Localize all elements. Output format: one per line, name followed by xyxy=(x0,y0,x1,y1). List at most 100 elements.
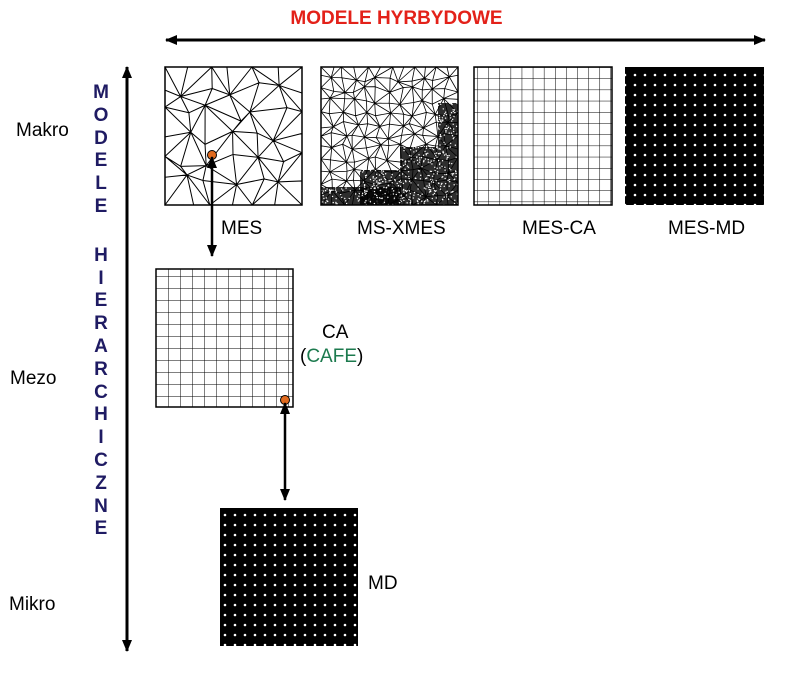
refined-zone-speck xyxy=(441,198,444,201)
refined-zone-speck xyxy=(423,202,425,204)
refined-zone-speck xyxy=(403,149,405,152)
refined-zone-speck xyxy=(341,196,343,199)
refined-zone-speck xyxy=(404,160,407,162)
refined-zone-speck xyxy=(383,177,386,180)
refined-zone-speck xyxy=(384,192,386,195)
refined-zone-speck xyxy=(416,159,419,162)
refined-zone-speck xyxy=(409,148,412,151)
refined-zone-speck xyxy=(381,170,383,172)
refined-zone-speck xyxy=(415,146,417,149)
refined-zone-speck xyxy=(440,121,443,123)
mes-triangular-mesh xyxy=(164,66,303,206)
refined-zone-speck xyxy=(446,158,448,160)
refined-zone-speck xyxy=(375,177,378,179)
refined-zone-speck xyxy=(332,189,334,191)
refined-zone-speck xyxy=(424,158,427,160)
refined-zone-speck xyxy=(437,104,439,107)
refined-zone-speck xyxy=(453,109,456,111)
refined-zone-speck xyxy=(418,154,420,156)
level-mezo: Mezo xyxy=(10,368,57,389)
refined-zone-speck xyxy=(441,159,444,162)
vline2-letter: Z xyxy=(95,472,107,494)
mes-ca-square-grid xyxy=(473,66,613,206)
refined-zone-speck xyxy=(424,150,426,153)
refined-zone-speck xyxy=(361,171,364,173)
refined-zone-speck xyxy=(443,196,445,198)
vline1-letter: E xyxy=(94,150,108,172)
refined-zone-speck xyxy=(432,149,435,151)
vline1-letter: L xyxy=(95,173,107,195)
refined-zone-speck xyxy=(408,175,410,178)
refined-zone-speck xyxy=(332,201,334,204)
refined-zone-speck xyxy=(390,176,393,178)
label-cafe-group: (CAFE) xyxy=(300,346,363,368)
refined-zone-speck xyxy=(356,197,359,200)
refined-zone-speck xyxy=(345,202,348,205)
refined-zone-speck xyxy=(431,163,433,165)
refined-zone-speck xyxy=(416,156,418,158)
refined-zone-speck xyxy=(363,186,366,188)
refined-zone-speck xyxy=(436,156,438,159)
refined-zone-speck xyxy=(399,166,402,168)
refined-zone-speck xyxy=(453,137,455,139)
refined-zone-speck xyxy=(447,198,450,200)
refined-zone-speck xyxy=(358,192,361,195)
refined-zone-speck xyxy=(324,189,327,192)
refined-zone-speck xyxy=(450,191,452,193)
refined-zone-speck xyxy=(455,125,458,128)
refined-zone-speck xyxy=(445,114,448,116)
refined-zone-speck xyxy=(405,190,408,193)
refined-zone-speck xyxy=(334,187,337,189)
refined-zone-speck xyxy=(398,202,401,204)
refined-zone-speck xyxy=(358,195,360,197)
refined-zone-speck xyxy=(383,176,385,178)
refined-zone-speck xyxy=(397,185,400,187)
refined-zone-speck xyxy=(375,194,378,197)
refined-zone-speck xyxy=(435,180,437,182)
refined-zone-speck xyxy=(430,189,432,191)
refined-zone-speck xyxy=(357,200,360,202)
md-particle-lattice xyxy=(220,508,358,646)
refined-zone-speck xyxy=(435,197,437,199)
refined-zone-speck xyxy=(448,154,450,157)
refined-zone-speck xyxy=(369,169,372,172)
refined-zone-speck xyxy=(452,123,454,125)
vline2-letter: I xyxy=(98,267,104,289)
refined-zone-speck xyxy=(378,197,381,199)
refined-zone-speck xyxy=(453,130,455,133)
refined-zone-speck xyxy=(428,189,431,191)
refined-zone-speck xyxy=(403,196,405,199)
refined-zone-speck xyxy=(372,175,374,178)
refined-zone-speck xyxy=(445,125,448,127)
refined-zone-speck xyxy=(419,178,422,180)
vline2-letter: I xyxy=(98,427,104,449)
refined-zone-speck xyxy=(439,144,441,146)
refined-zone-speck xyxy=(383,186,385,189)
refined-zone-speck xyxy=(420,156,423,159)
refined-zone-speck xyxy=(441,182,443,185)
refined-zone-speck xyxy=(438,116,441,119)
refined-zone-speck xyxy=(379,189,382,192)
refined-zone-speck xyxy=(442,151,444,153)
refined-zone-speck xyxy=(377,186,379,189)
refined-zone-speck xyxy=(436,167,438,169)
refined-zone-speck xyxy=(444,174,446,176)
title-text: MODELE HYRBYDOWE xyxy=(290,8,503,29)
refined-zone-speck xyxy=(364,191,366,193)
refined-zone-speck xyxy=(365,176,367,179)
refined-zone-speck xyxy=(335,203,337,205)
refined-zone-speck xyxy=(322,201,324,203)
refined-zone-speck xyxy=(437,159,440,162)
vline2-letter: E xyxy=(94,290,108,312)
refined-zone-speck xyxy=(330,189,333,191)
refined-zone-speck xyxy=(438,115,441,117)
refined-zone-speck xyxy=(419,195,422,197)
refined-zone-speck xyxy=(381,197,383,199)
refined-zone-speck xyxy=(329,192,331,194)
vline1-letter: M xyxy=(93,82,109,103)
refined-zone-speck xyxy=(449,127,452,130)
refined-zone-speck xyxy=(444,169,446,171)
